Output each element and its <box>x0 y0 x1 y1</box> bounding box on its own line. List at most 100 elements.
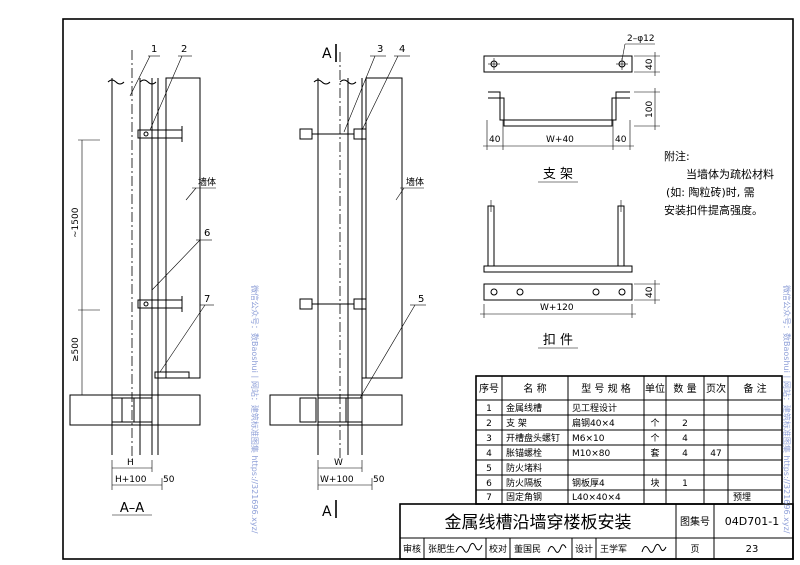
review-signature <box>455 542 483 553</box>
svg-text:见工程设计: 见工程设计 <box>572 402 617 414</box>
view-a-marker-top: A <box>322 46 332 62</box>
callout-4: 4 <box>399 44 405 55</box>
view-a-drawing <box>269 52 426 490</box>
table-row: 4 胀锚螺栓 M10×80 套 4 47 <box>486 447 722 459</box>
view-a-marker-bottom: A <box>322 504 332 520</box>
svg-text:L40×40×4: L40×40×4 <box>572 493 621 503</box>
table-row: 7 固定角钢 L40×40×4 预埋 <box>486 491 751 503</box>
svg-text:个: 个 <box>650 433 659 444</box>
svg-text:个: 个 <box>650 418 659 429</box>
table-header-name: 名 称 <box>523 382 546 395</box>
svg-text:固定角钢: 固定角钢 <box>506 491 542 503</box>
svg-text:4: 4 <box>682 449 688 459</box>
dim-50-a: 50 <box>373 475 385 485</box>
check-name: 董国民 <box>514 543 541 555</box>
bracket-dim-100: 100 <box>645 101 655 118</box>
review-label: 审核 <box>403 543 421 555</box>
page-label: 页 <box>690 544 699 555</box>
callout-7: 7 <box>204 294 210 305</box>
material-table <box>475 375 783 505</box>
dim-w100: W+100 <box>320 475 354 485</box>
table-row: 6 防火隔板 钢板厚4 块 1 <box>486 477 688 489</box>
design-signature <box>641 543 667 553</box>
dim-h: H <box>127 458 134 468</box>
svg-text:3: 3 <box>486 434 492 444</box>
dim-50-aa: 50 <box>163 475 175 485</box>
svg-text:套: 套 <box>650 447 659 459</box>
bracket-dim-40-left: 40 <box>489 135 501 145</box>
table-header-remark: 备 注 <box>743 382 766 395</box>
svg-text:47: 47 <box>710 449 721 459</box>
svg-text:块: 块 <box>650 477 659 489</box>
watermark-right: 微信公众号：数Baoshui丨网站：建筑标准图集 https://321696.… <box>782 285 792 534</box>
svg-text:支 架: 支 架 <box>506 417 527 429</box>
check-label: 校对 <box>489 543 507 555</box>
dim-h100: H+100 <box>115 475 147 485</box>
dim-500: ≥500 <box>71 337 81 362</box>
watermark-left: 微信公众号：数Baoshui丨网站：建筑标准图集 https://321696.… <box>250 285 260 534</box>
sheet-title: 金属线槽沿墙穿楼板安装 <box>445 513 632 533</box>
atlas-label: 图集号 <box>680 515 710 528</box>
bracket-dim-40-right: 40 <box>615 135 627 145</box>
svg-text:6: 6 <box>486 479 492 489</box>
svg-text:钢板厚4: 钢板厚4 <box>572 477 605 489</box>
svg-text:1: 1 <box>486 404 492 414</box>
note-line-3: 安装扣件提高强度。 <box>664 203 763 217</box>
design-label: 设计 <box>575 543 593 555</box>
dim-w: W <box>334 458 343 468</box>
bracket-title: 支 架 <box>543 167 573 182</box>
callout-6: 6 <box>204 228 210 239</box>
bracket-dim-40-vert: 40 <box>645 58 655 70</box>
bracket-drawing <box>483 43 660 150</box>
title-block <box>399 503 794 560</box>
svg-text:1: 1 <box>682 479 688 489</box>
page-no: 23 <box>746 544 759 555</box>
table-header-qty: 数 量 <box>673 382 696 395</box>
callout-1: 1 <box>151 44 157 55</box>
clip-title: 扣 件 <box>543 333 573 348</box>
callout-3: 3 <box>377 44 383 55</box>
svg-text:胀锚螺栓: 胀锚螺栓 <box>506 447 542 459</box>
svg-text:开槽盘头螺钉: 开槽盘头螺钉 <box>506 432 560 444</box>
atlas-no: 04D701-1 <box>725 515 779 528</box>
bracket-hole-spec: 2–φ12 <box>627 34 655 44</box>
table-row: 5 防火堵料 <box>486 462 542 474</box>
note-heading: 附注: <box>664 149 690 163</box>
wall-label-aa: 墙体 <box>198 176 216 188</box>
svg-text:5: 5 <box>486 464 492 474</box>
svg-text:扁钢40×4: 扁钢40×4 <box>572 417 615 429</box>
table-row: 1 金属线槽 见工程设计 <box>486 402 617 414</box>
callout-2: 2 <box>181 44 187 55</box>
section-aa-drawing <box>69 50 216 490</box>
clip-dim-40: 40 <box>645 286 655 298</box>
svg-text:2: 2 <box>486 419 492 429</box>
table-header-unit: 单位 <box>645 382 665 395</box>
callout-5: 5 <box>418 294 424 305</box>
svg-text:4: 4 <box>682 434 688 444</box>
wall-label-a: 墙体 <box>406 176 424 188</box>
table-row: 3 开槽盘头螺钉 M6×10 个 4 <box>486 432 688 444</box>
svg-text:M10×80: M10×80 <box>572 449 610 459</box>
note-line-1: 当墙体为疏松材料 <box>686 167 774 181</box>
clip-drawing <box>480 200 660 318</box>
review-name: 张肥生 <box>428 543 455 555</box>
svg-text:M6×10: M6×10 <box>572 434 605 444</box>
bracket-dim-w40: W+40 <box>546 135 574 145</box>
note-line-2: (如: 陶粒砖)时, 需 <box>666 185 755 199</box>
table-header-spec: 型 号 规 格 <box>581 382 631 395</box>
design-name: 王学军 <box>600 543 627 555</box>
svg-text:金属线槽: 金属线槽 <box>506 402 542 414</box>
section-aa-title: A–A <box>120 501 144 516</box>
svg-text:7: 7 <box>486 493 492 503</box>
svg-text:4: 4 <box>486 449 492 459</box>
check-signature <box>547 544 567 553</box>
svg-text:2: 2 <box>682 419 688 429</box>
clip-dim-w120: W+120 <box>540 303 574 313</box>
table-header-seq: 序号 <box>479 382 499 395</box>
dim-1500: ~1500 <box>71 207 81 238</box>
svg-text:防火隔板: 防火隔板 <box>506 477 542 489</box>
table-row: 2 支 架 扁钢40×4 个 2 <box>486 417 688 429</box>
table-header-page: 页次 <box>706 382 726 395</box>
svg-text:预埋: 预埋 <box>733 492 751 503</box>
